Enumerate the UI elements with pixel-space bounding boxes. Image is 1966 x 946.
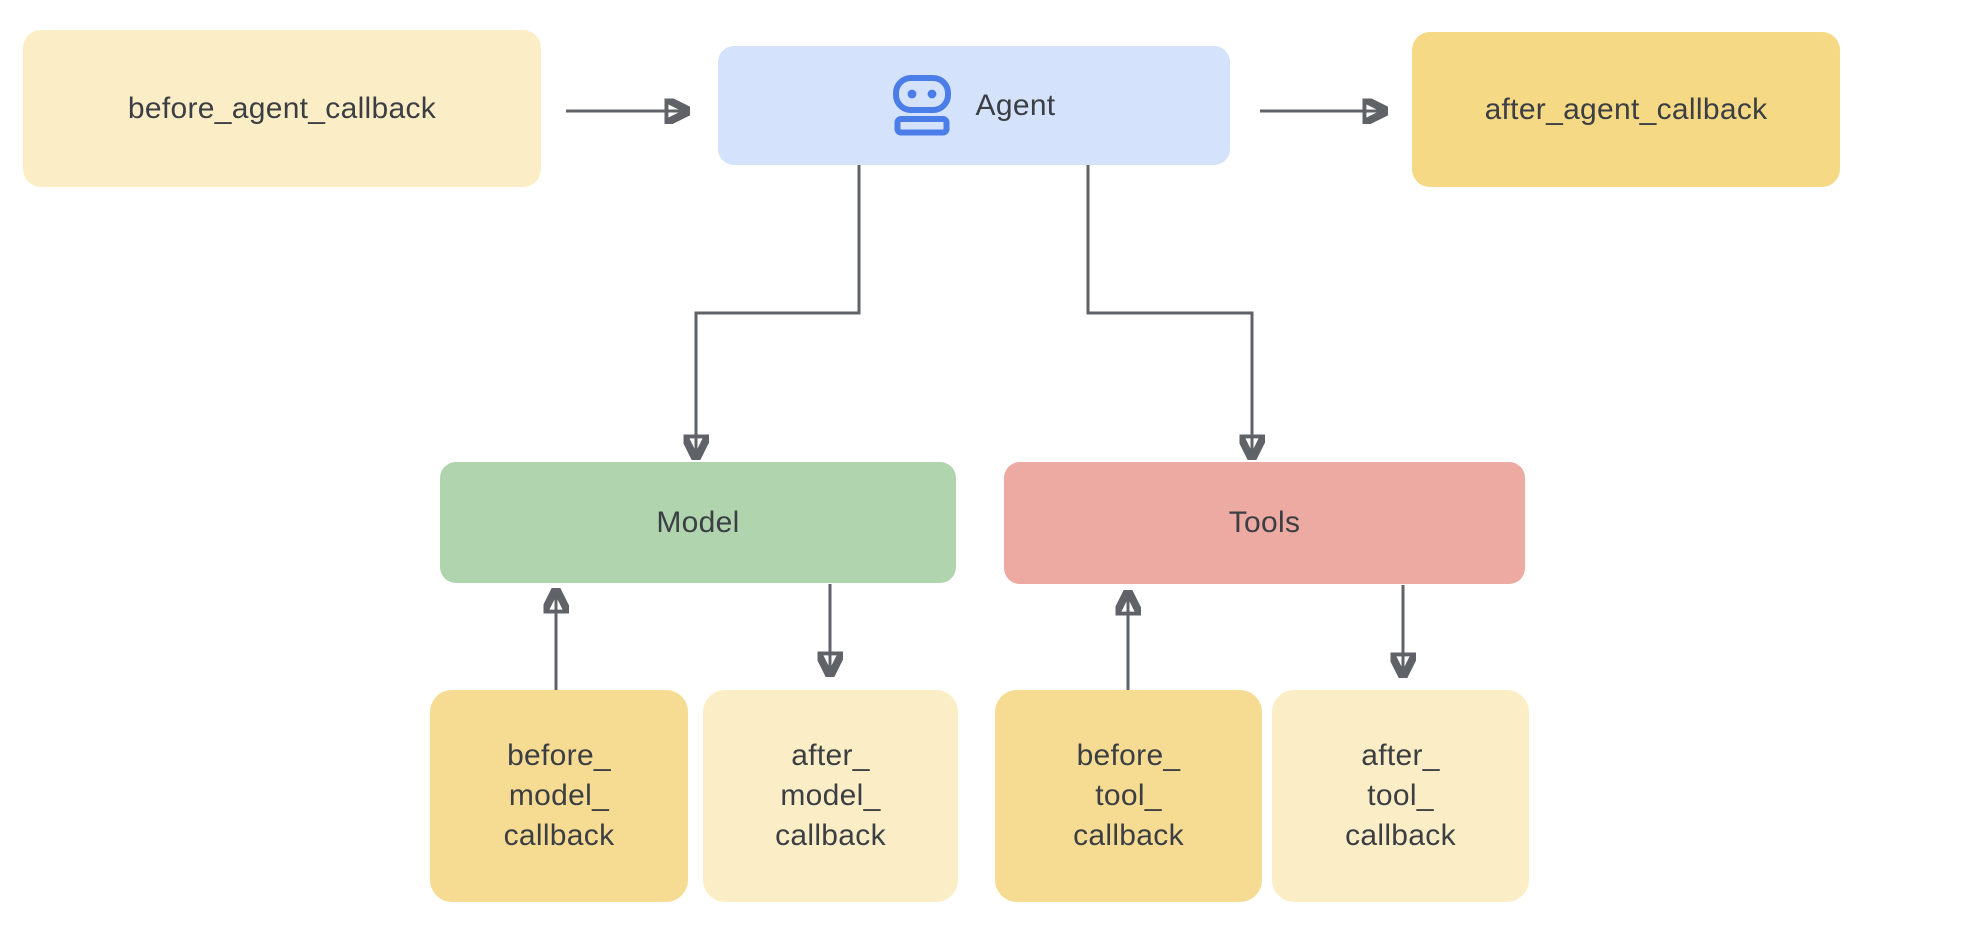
- node-label-line: before_: [507, 739, 611, 772]
- node-before-tool-callback: before_ tool_ callback: [995, 690, 1262, 902]
- node-label-line: tool_: [1367, 779, 1434, 812]
- node-label-line: tool_: [1095, 779, 1162, 812]
- node-label: Tools: [1228, 506, 1301, 539]
- robot-icon: [892, 75, 951, 136]
- node-before-model-callback: before_ model_ callback: [430, 690, 688, 902]
- node-label: after_agent_callback: [1484, 92, 1768, 126]
- node-before-agent-callback: before_agent_callback: [23, 30, 541, 187]
- arrow-agent-to-tools: [1086, 165, 1252, 455]
- node-after-agent-callback: after_agent_callback: [1412, 32, 1840, 187]
- arrow-agent-to-model: [696, 165, 861, 455]
- node-label-line: before_: [1076, 739, 1181, 772]
- node-label-line: callback: [503, 819, 615, 852]
- node-label-line: model_: [508, 779, 610, 812]
- node-label-line: callback: [775, 819, 886, 852]
- node-label-line: after_: [1361, 739, 1440, 772]
- node-label-line: after_: [791, 739, 870, 772]
- node-label: before_agent_callback: [127, 91, 437, 125]
- node-label: Model: [656, 505, 740, 539]
- node-label-line: model_: [780, 779, 881, 812]
- node-label-line: callback: [1345, 819, 1456, 852]
- node-tools: Tools: [1004, 462, 1525, 584]
- node-label-line: callback: [1073, 819, 1184, 852]
- node-label: Agent: [975, 88, 1056, 122]
- node-agent: Agent: [718, 46, 1230, 165]
- node-after-model-callback: after_ model_ callback: [703, 690, 958, 902]
- node-after-tool-callback: after_ tool_ callback: [1272, 690, 1529, 902]
- node-model: Model: [440, 462, 956, 583]
